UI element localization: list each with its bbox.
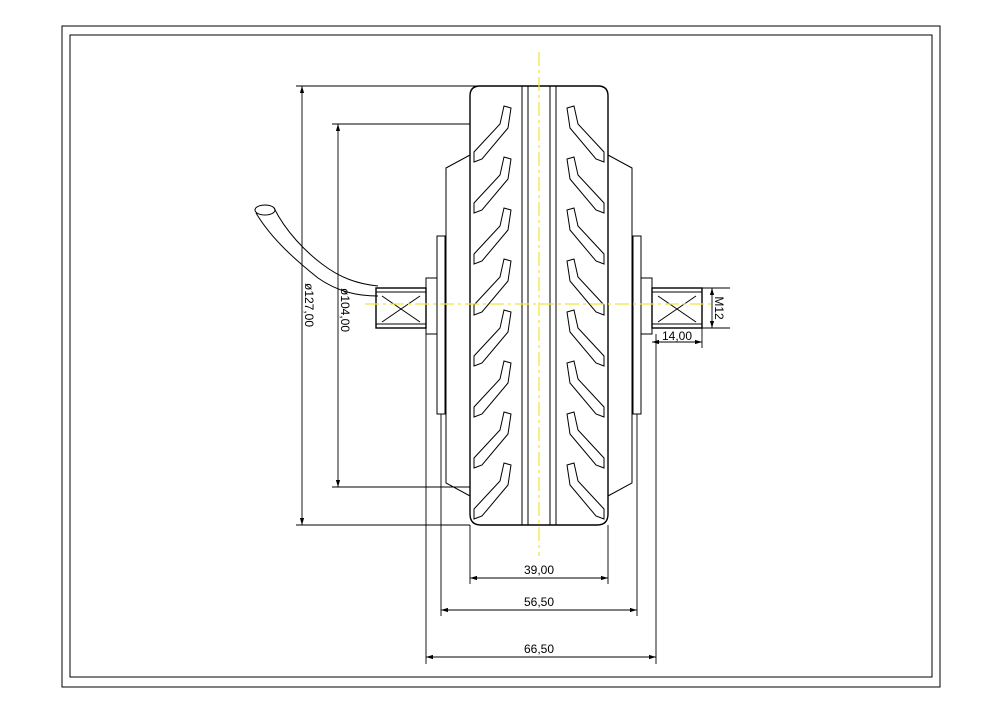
axle-length-dimension: 14,00	[652, 328, 703, 348]
right-axle	[651, 287, 703, 329]
tread-chevron-right	[566, 360, 605, 418]
tread-chevron-left	[473, 207, 512, 265]
hub-diameter-dimension: ø104,00	[332, 123, 470, 488]
hub-width-label: 56,50	[524, 595, 554, 609]
left-axle-collar	[425, 277, 438, 335]
tire-groove-left	[521, 85, 529, 526]
tread-pattern	[473, 105, 605, 520]
tread-chevron-right	[566, 411, 605, 469]
tread-chevron-left	[473, 258, 512, 316]
tread-chevron-right	[566, 462, 605, 520]
thread-label: M12	[712, 296, 726, 320]
left-axle	[375, 287, 427, 329]
tread-chevron-left	[473, 156, 512, 214]
right-flange	[632, 235, 642, 415]
tread-chevron-left	[473, 411, 512, 469]
motor-cable	[254, 204, 379, 297]
right-axle-collar	[640, 277, 653, 335]
tread-chevron-right	[566, 105, 605, 163]
tread-chevron-right	[566, 309, 605, 367]
thread-dimension: M12	[702, 287, 730, 329]
tire-groove-right	[549, 85, 557, 526]
inner-frame	[69, 34, 933, 678]
tread-chevron-right	[566, 156, 605, 214]
overall-width-dimension: 66,50	[425, 334, 657, 664]
left-flange	[436, 235, 446, 415]
outer-frame	[61, 25, 941, 688]
tread-chevron-left	[473, 360, 512, 418]
tire-diameter-label: ø127,00	[302, 283, 316, 327]
tire-diameter-dimension: ø127,00	[296, 85, 526, 526]
tread-width-dimension: 39,00	[469, 525, 609, 584]
hub-width-dimension: 56,50	[440, 414, 638, 616]
tread-chevron-left	[473, 309, 512, 367]
overall-width-label: 66,50	[524, 642, 554, 656]
axle-length-label: 14,00	[662, 329, 692, 343]
tread-chevron-left	[473, 105, 512, 163]
tread-chevron-right	[566, 207, 605, 265]
tread-width-label: 39,00	[524, 563, 554, 577]
tire	[469, 85, 609, 526]
tread-chevron-left	[473, 462, 512, 520]
hub-diameter-label: ø104,00	[338, 288, 352, 332]
tread-chevron-right	[566, 258, 605, 316]
